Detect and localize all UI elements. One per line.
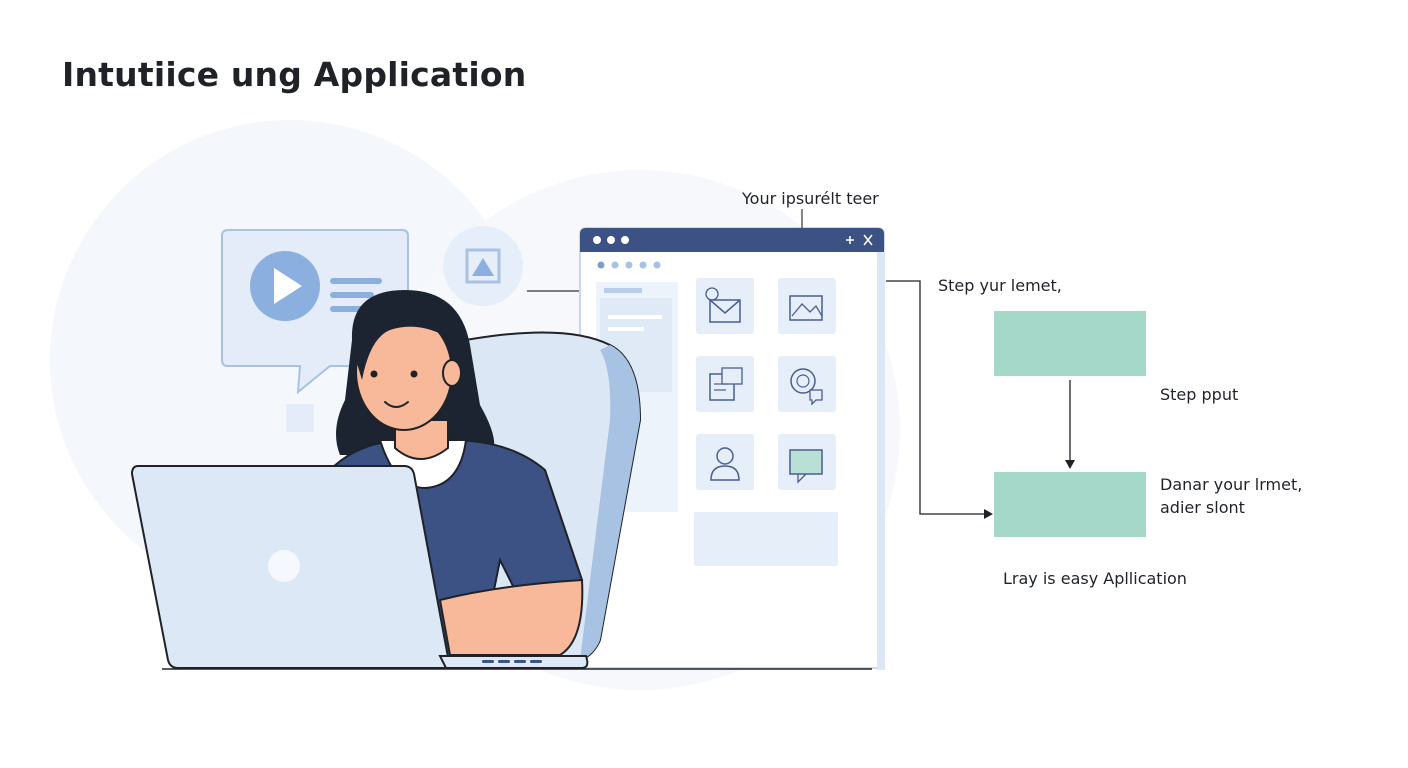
step-1-label: Step yur lemet, (938, 276, 1062, 295)
window-callout-label: Your ipsurélt teer (742, 189, 879, 208)
step-2-label: Step pput (1160, 385, 1239, 404)
chat-edit-icon[interactable] (696, 356, 754, 412)
step-3-label-line2: adier slont (1160, 498, 1245, 517)
upload-badge-icon (443, 226, 523, 306)
step-box-2 (994, 472, 1146, 537)
page-title: Intutiice ung Application (62, 55, 527, 94)
step-3-label-line1: Danar your lrmet, (1160, 475, 1303, 494)
footer-label: Lray is easy Apllication (1003, 569, 1187, 588)
search-chat-icon[interactable] (778, 356, 836, 412)
monitor-chat-icon[interactable] (778, 434, 836, 490)
plus-icon[interactable] (846, 236, 854, 244)
mail-icon[interactable] (696, 278, 754, 334)
close-icon[interactable] (863, 234, 873, 246)
step-box-1 (994, 311, 1146, 376)
image-icon[interactable] (778, 278, 836, 334)
user-icon[interactable] (696, 434, 754, 490)
